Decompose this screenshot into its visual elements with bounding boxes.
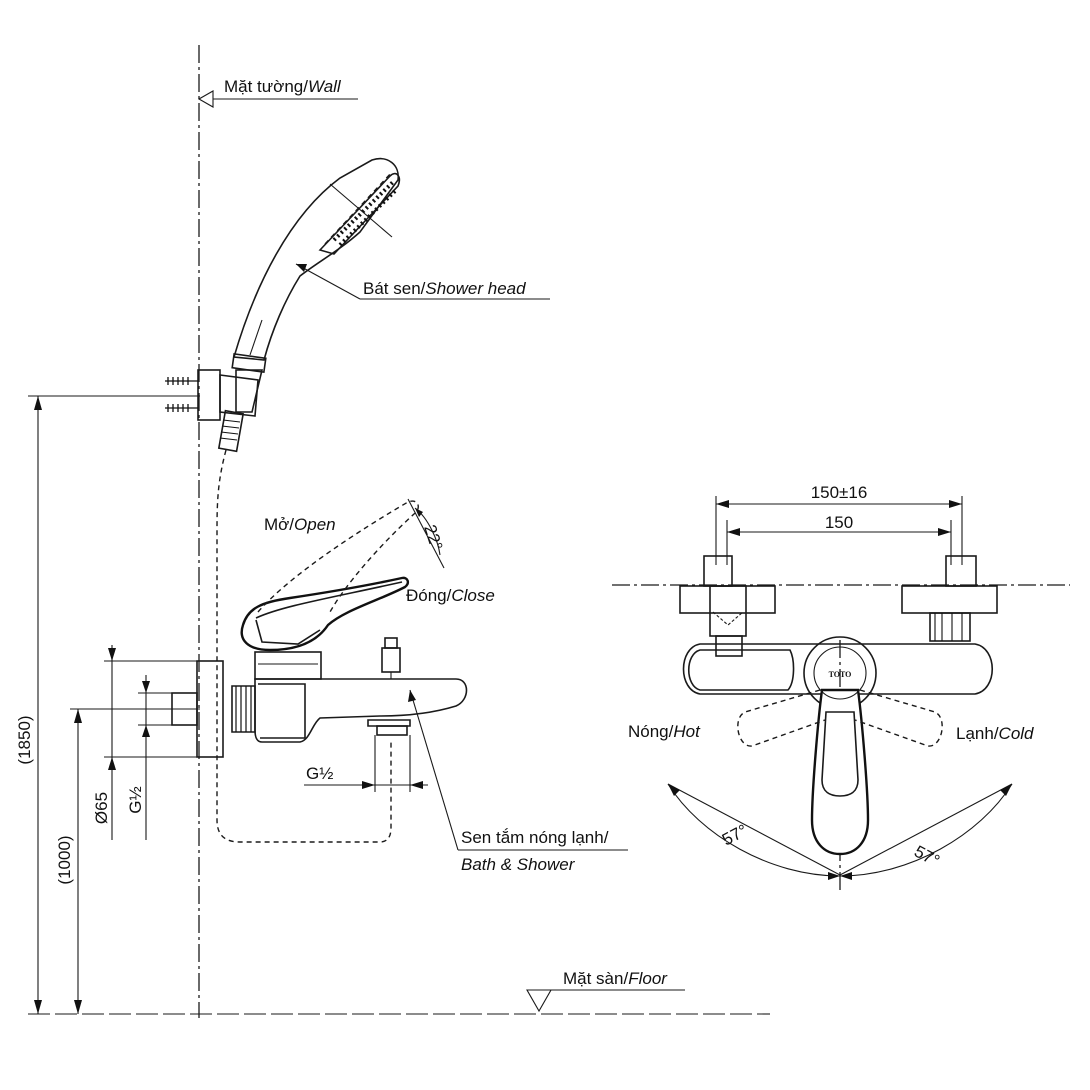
outlet-thread-dimension	[304, 735, 428, 792]
mixer-label-en: Bath & Shower	[461, 855, 576, 874]
height-total-label: (1850)	[15, 715, 34, 764]
centers-dimension	[715, 496, 963, 565]
open-angle-label: 22°	[420, 522, 446, 552]
toto-logo: TOTO	[829, 670, 852, 679]
rotation-angle	[667, 783, 1013, 880]
cold-label: Lạnh/Cold	[956, 724, 1034, 743]
centers-label: 150	[825, 513, 853, 532]
shower-hose	[216, 449, 392, 843]
wall-line	[197, 45, 358, 1018]
wall-marker-icon	[197, 90, 214, 108]
close-label: Đóng/Close	[406, 586, 495, 605]
bath-mixer-side	[171, 500, 468, 758]
shower-head	[231, 158, 401, 374]
open-label: Mở/Open	[264, 515, 336, 534]
wall-label: Mặt tường/Wall	[224, 77, 342, 96]
shower-holder	[165, 369, 264, 453]
hot-label: Nóng/Hot	[628, 722, 701, 741]
mixer-leader	[409, 689, 459, 851]
cold-angle-label: 57°	[911, 842, 943, 871]
diameter-label: Ø65	[92, 792, 111, 824]
floor-label: Mặt sàn/Floor	[563, 969, 668, 988]
inlet-thread-label: G½	[126, 786, 145, 813]
mixer-label-vi: Sen tắm nóng lạnh/	[461, 828, 609, 847]
height-dimension-total	[28, 395, 200, 1014]
inlet-thread-dimension	[138, 675, 175, 840]
floor-marker-icon	[526, 989, 552, 1013]
shower-head-leader	[295, 263, 361, 300]
centers-tol-label: 150±16	[811, 483, 868, 502]
height-dimension-mixer	[70, 708, 200, 1014]
open-angle-line	[407, 498, 445, 569]
diameter-dimension	[104, 645, 200, 840]
floor-line	[28, 989, 770, 1015]
bath-mixer-front	[679, 555, 998, 856]
outlet-thread-label: G½	[306, 764, 333, 783]
shower-head-label: Bát sen/Shower head	[363, 279, 526, 298]
height-mixer-label: (1000)	[55, 835, 74, 884]
